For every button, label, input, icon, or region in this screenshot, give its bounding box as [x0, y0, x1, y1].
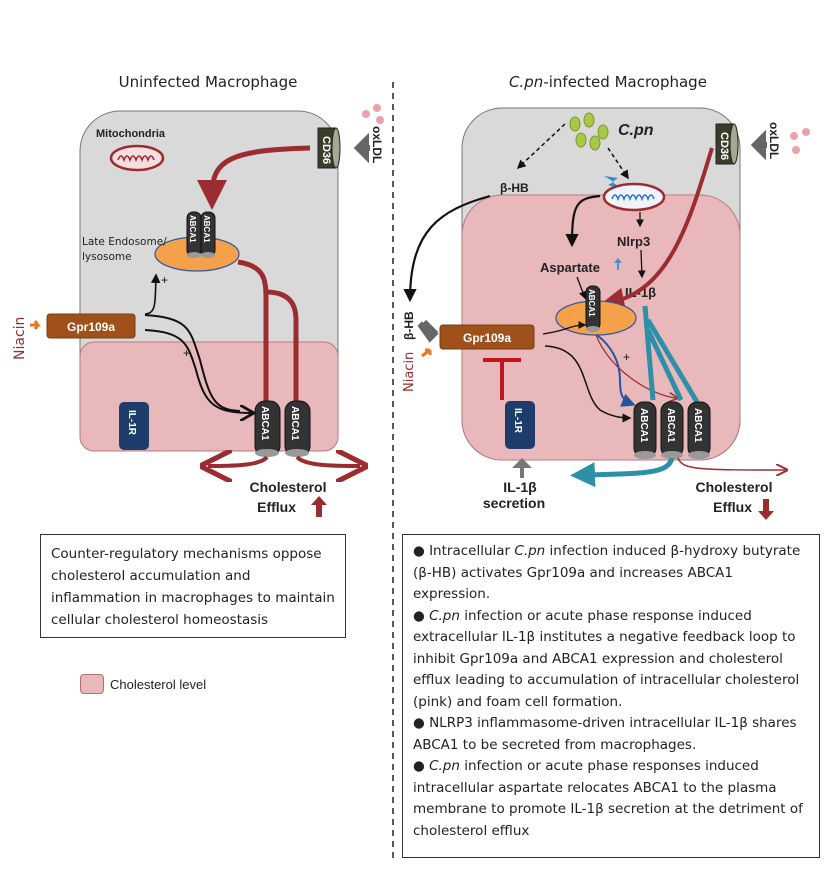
plus-sign-2: + — [183, 346, 190, 360]
svg-text:ABCA1: ABCA1 — [259, 406, 270, 441]
secretion-label: IL-1β — [503, 479, 537, 495]
oxldl-droplets-icon — [362, 104, 384, 124]
svg-text:ABCA1: ABCA1 — [587, 289, 596, 317]
uninfected-summary-text: Counter-regulatory mechanisms oppose cho… — [51, 546, 335, 628]
nlrp3-to-il1b-arrow — [637, 249, 646, 279]
svg-text:ABCA1: ABCA1 — [692, 408, 703, 443]
right-cd36-transport-arrow — [600, 147, 714, 312]
mitochondria-icon — [109, 144, 165, 172]
gpr109a-receptor — [46, 313, 136, 339]
nlrp3-label: Nlrp3 — [617, 234, 650, 249]
infected-summary-box: ● Intracellular C.pn infection induced β… — [402, 534, 820, 858]
membrane-abca1-pair: ABCA1 ABCA1 — [254, 400, 311, 457]
efflux-up-arrow-icon — [311, 496, 327, 517]
efflux-down-arrow-icon — [758, 499, 774, 520]
uninfected-summary-box: Counter-regulatory mechanisms oppose cho… — [40, 534, 346, 638]
endosome-relocation-arrow — [596, 334, 636, 407]
right-panel-title: C.pn-infected Macrophage — [509, 73, 707, 91]
summary-bullet-1: ● Intracellular C.pn infection induced β… — [413, 543, 801, 602]
cd36-receptor: CD36 — [317, 127, 341, 169]
infected-mitochondria-icon — [602, 182, 666, 212]
il1b-secretion-paths — [642, 305, 700, 404]
svg-text:ABCA1: ABCA1 — [289, 406, 300, 441]
il1r-receptor — [119, 402, 149, 450]
svg-text:IL-1R: IL-1R — [512, 408, 523, 434]
endosome-label-2: lysosome — [82, 251, 132, 263]
il1b-secretion-arrow — [570, 457, 675, 488]
svg-text:ABCA1: ABCA1 — [202, 215, 211, 243]
svg-text:ABCA1: ABCA1 — [188, 215, 197, 243]
cd36-label: CD36 — [320, 136, 332, 164]
efflux-label-2: Efflux — [257, 499, 296, 515]
legend-swatch — [80, 674, 104, 694]
right-gpr109a-receptor — [439, 324, 535, 350]
right-panel: C.pn-infected Macrophage C.pn β-HB Nlrp3… — [402, 73, 810, 520]
secretion-label-2: secretion — [483, 495, 545, 511]
cpn-label: C.pn — [618, 122, 654, 139]
gpr-to-endosome-arrow-right — [542, 321, 587, 335]
endosome-to-membrane-path — [237, 259, 269, 405]
left-panel: Uninfected Macrophage Mitochondria CD36 … — [12, 73, 384, 517]
svg-text:CD36: CD36 — [718, 132, 730, 160]
bhb-export-arrow — [403, 194, 491, 303]
cpn-bacteria-icon — [569, 112, 609, 151]
bhb-input-arrow-icon — [417, 319, 439, 343]
inhibition-bar-icon — [483, 358, 521, 400]
gpr-to-abca1-arrow — [144, 314, 241, 412]
aspartate-label: Aspartate — [540, 260, 600, 275]
right-bhb-side-label: β-HB — [402, 311, 416, 340]
legend: Cholesterol level — [80, 674, 206, 694]
endosome-to-membrane-red-arrow — [595, 334, 676, 398]
right-oxldl-droplets-icon — [790, 128, 810, 154]
lightning-icon — [604, 176, 624, 190]
right-niacin-arrow-icon — [421, 348, 432, 358]
oxldl-arrow-icon — [353, 132, 370, 164]
right-efflux-label-2: Efflux — [713, 499, 752, 515]
efflux-arrow-right — [295, 457, 360, 466]
summary-bullet-4: ● C.pn infection or acute phase response… — [413, 758, 803, 839]
endosome-abca1-pair: ABCA1 ABCA1 — [186, 211, 216, 258]
mito-to-aspartate-arrow — [565, 194, 601, 248]
cpn-to-bhb-arrow — [516, 123, 566, 170]
right-cd36-receptor: CD36 — [715, 123, 739, 165]
aspartate-up-icon — [614, 258, 622, 270]
il1b-input-arrow-icon — [512, 458, 532, 478]
right-efflux-arrow — [677, 457, 785, 470]
right-oxldl-label: oxLDL — [767, 122, 781, 159]
svg-text:ABCA1: ABCA1 — [665, 408, 676, 443]
plus-sign: + — [161, 273, 168, 287]
cd36-transport-arrow — [197, 145, 311, 210]
right-niacin-label: Niacin — [402, 352, 417, 392]
endosome-label: Late Endosome/ — [82, 236, 167, 248]
efflux-label: Cholesterol — [249, 479, 326, 495]
left-panel-title: Uninfected Macrophage — [119, 73, 298, 91]
gpr-to-endosome-arrow — [144, 273, 161, 315]
gpr109a-label: Gpr109a — [67, 320, 115, 334]
summary-bullet-2: ● C.pn infection or acute phase response… — [413, 607, 800, 710]
svg-text:ABCA1: ABCA1 — [638, 408, 649, 443]
niacin-arrow-icon — [30, 320, 41, 330]
mitochondria-label: Mitochondria — [96, 128, 166, 140]
right-efflux-label: Cholesterol — [695, 479, 772, 495]
legend-label: Cholesterol level — [110, 676, 207, 692]
right-plus-sign: + — [623, 350, 630, 364]
right-oxldl-arrow-icon — [750, 129, 767, 161]
aspartate-to-abca1-arrow — [576, 276, 587, 300]
gpr-to-abca1-arrow-right — [544, 345, 632, 423]
efflux-arrow-left — [208, 457, 269, 466]
cpn-to-mito-arrow — [607, 147, 629, 180]
gpr-to-abca1-arrow-2 — [144, 329, 252, 413]
il1r-label: IL-1R — [126, 410, 137, 436]
right-gpr109a-label: Gpr109a — [463, 331, 511, 345]
summary-bullet-3: ● NLRP3 inflammasome-driven intracellula… — [413, 715, 797, 753]
right-il1r-receptor — [505, 401, 535, 449]
oxldl-label: oxLDL — [370, 126, 384, 163]
right-membrane-abca1-trio: ABCA1 ABCA1 ABCA1 — [633, 401, 711, 459]
endosome-to-membrane-path-2 — [265, 289, 299, 405]
bhb-label: β-HB — [500, 181, 529, 195]
niacin-label: Niacin — [12, 317, 28, 360]
